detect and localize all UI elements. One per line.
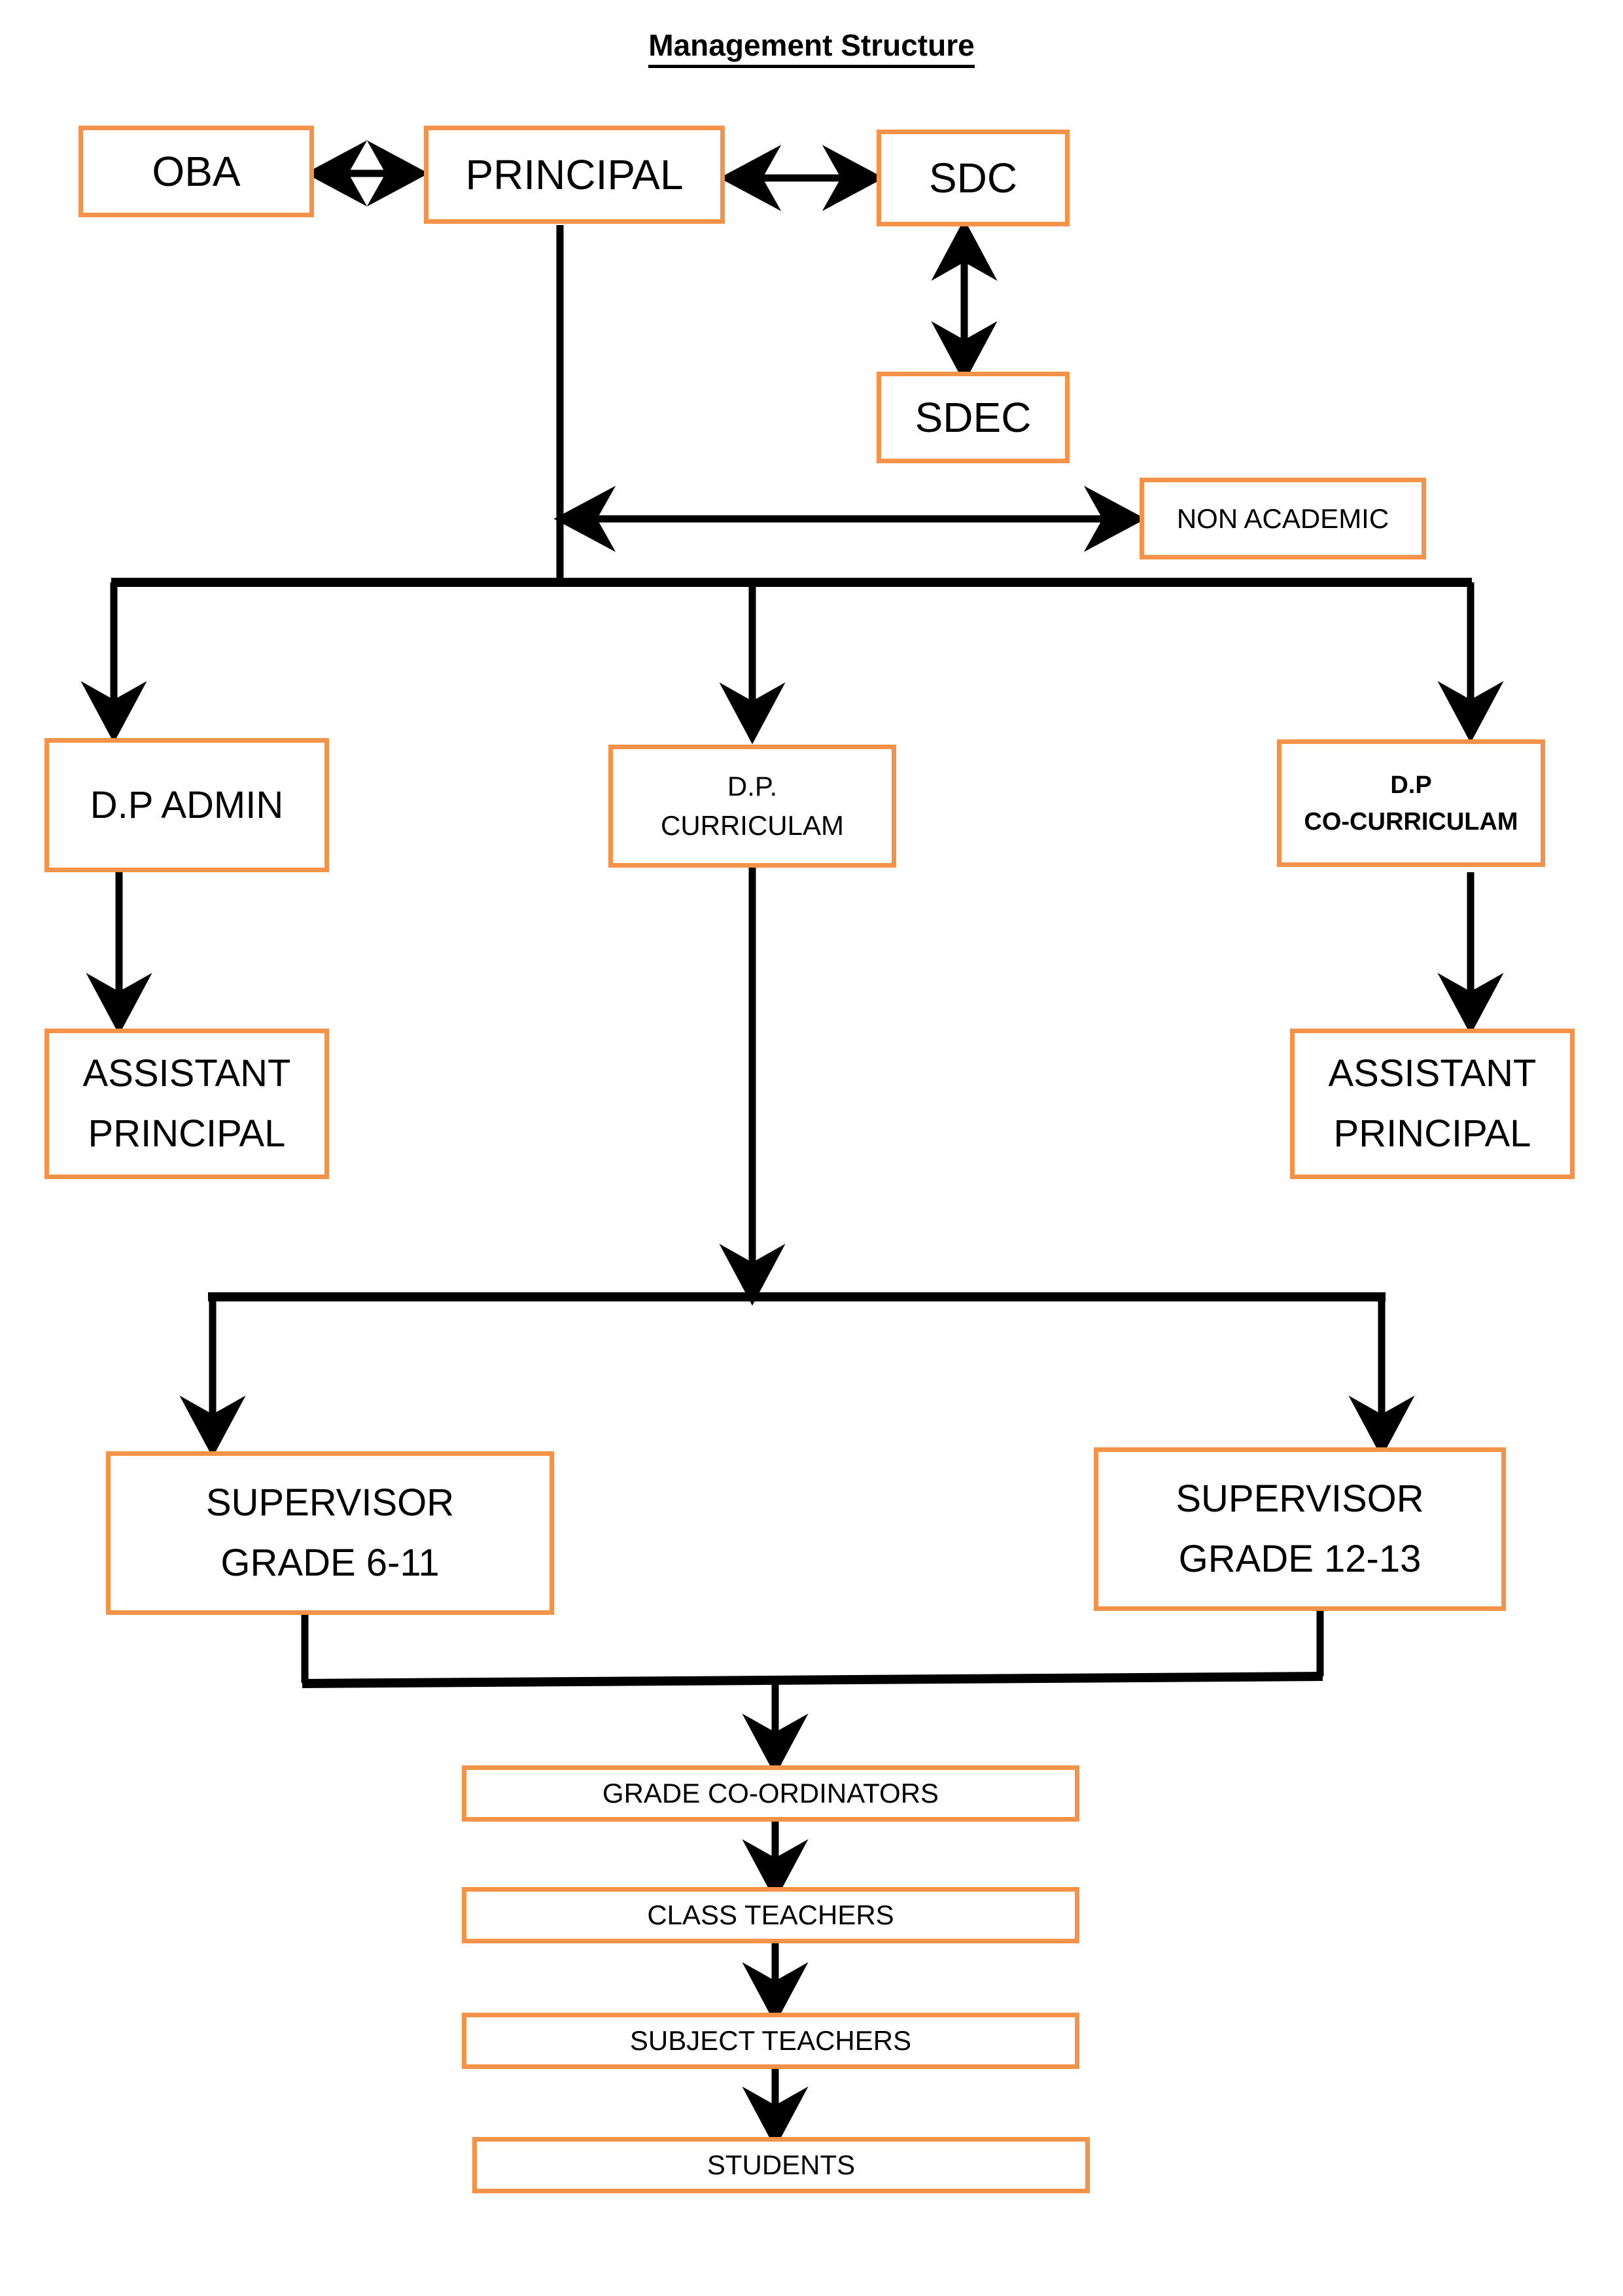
node-grade-coordinators[interactable]: GRADE CO-ORDINATORS bbox=[462, 1765, 1079, 1822]
node-class-teachers[interactable]: CLASS TEACHERS bbox=[462, 1887, 1079, 1943]
node-supervisor-grade-6-11[interactable]: SUPERVISOR GRADE 6-11 bbox=[106, 1451, 554, 1615]
node-non-academic[interactable]: NON ACADEMIC bbox=[1140, 478, 1426, 559]
node-assistant-principal-left-line2: PRINCIPAL bbox=[88, 1112, 286, 1155]
node-non-academic-label: NON ACADEMIC bbox=[1176, 503, 1389, 534]
node-supervisor-grade-6-11-line2: GRADE 6-11 bbox=[220, 1542, 440, 1584]
node-supervisor-grade-12-13-line1: SUPERVISOR bbox=[1176, 1477, 1424, 1520]
node-supervisor-grade-12-13-line2: GRADE 12-13 bbox=[1178, 1538, 1422, 1580]
node-dp-admin-label: D.P ADMIN bbox=[90, 783, 284, 826]
node-dp-curriculam-line2: CURRICULAM bbox=[660, 810, 844, 841]
node-students-label: STUDENTS bbox=[707, 2149, 856, 2180]
node-assistant-principal-right-line1: ASSISTANT bbox=[1328, 1052, 1537, 1095]
node-grade-coordinators-label: GRADE CO-ORDINATORS bbox=[602, 1778, 939, 1809]
node-sdec-label: SDEC bbox=[915, 394, 1032, 441]
page-title-text: Management Structure bbox=[648, 28, 975, 68]
node-oba-label: OBA bbox=[152, 148, 241, 195]
edge-supervisor-merge-bar bbox=[302, 1672, 1323, 1688]
node-sdc[interactable]: SDC bbox=[877, 130, 1070, 226]
node-sdec[interactable]: SDEC bbox=[877, 372, 1070, 463]
node-students[interactable]: STUDENTS bbox=[472, 2137, 1090, 2193]
node-assistant-principal-left[interactable]: ASSISTANT PRINCIPAL bbox=[44, 1029, 329, 1179]
node-supervisor-grade-6-11-line1: SUPERVISOR bbox=[205, 1481, 455, 1524]
node-sdc-label: SDC bbox=[928, 154, 1018, 202]
node-assistant-principal-right[interactable]: ASSISTANT PRINCIPAL bbox=[1290, 1029, 1575, 1179]
node-subject-teachers[interactable]: SUBJECT TEACHERS bbox=[462, 2013, 1079, 2069]
node-assistant-principal-left-line1: ASSISTANT bbox=[82, 1052, 291, 1095]
node-dp-co-curriculam-line1: D.P bbox=[1390, 771, 1432, 799]
node-dp-co-curriculam[interactable]: D.P CO-CURRICULAM bbox=[1277, 739, 1545, 867]
node-subject-teachers-label: SUBJECT TEACHERS bbox=[629, 2025, 912, 2056]
node-oba[interactable]: OBA bbox=[79, 126, 314, 217]
node-dp-admin[interactable]: D.P ADMIN bbox=[44, 738, 329, 872]
node-supervisor-grade-12-13[interactable]: SUPERVISOR GRADE 12-13 bbox=[1094, 1447, 1506, 1611]
node-dp-co-curriculam-line2: CO-CURRICULAM bbox=[1304, 807, 1518, 836]
node-dp-curriculam[interactable]: D.P. CURRICULAM bbox=[608, 745, 896, 868]
node-dp-curriculam-line1: D.P. bbox=[727, 771, 778, 802]
node-principal-label: PRINCIPAL bbox=[465, 151, 684, 198]
node-class-teachers-label: CLASS TEACHERS bbox=[647, 1899, 894, 1930]
node-principal[interactable]: PRINCIPAL bbox=[424, 126, 725, 224]
page-title: Management Structure bbox=[0, 27, 1623, 68]
node-assistant-principal-right-line2: PRINCIPAL bbox=[1333, 1112, 1531, 1155]
